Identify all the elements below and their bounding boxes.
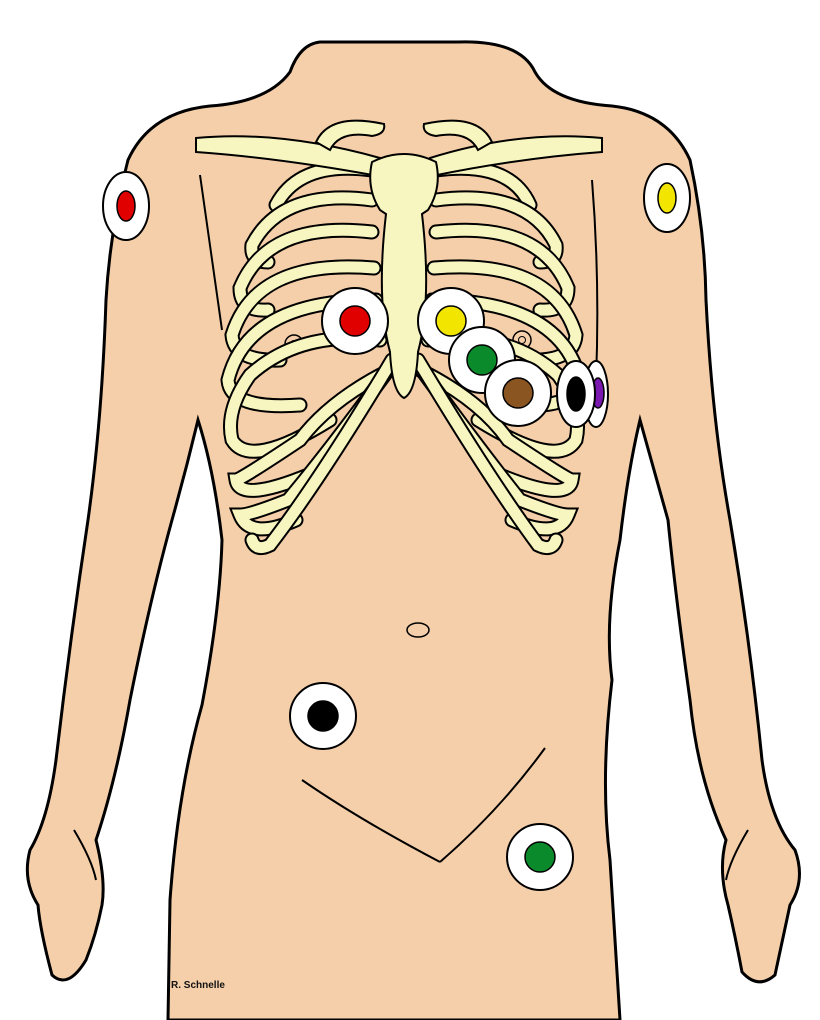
rib-left-4-fill bbox=[428, 261, 582, 366]
sternum bbox=[369, 153, 439, 400]
author-credit: R. Schnelle bbox=[171, 980, 225, 991]
chest-v4-color-dot bbox=[502, 377, 534, 409]
chest-v1-color-dot bbox=[339, 305, 371, 337]
rib-left-9-fill bbox=[412, 354, 562, 554]
chest-v2-color-dot bbox=[435, 305, 467, 337]
first-rib-left bbox=[422, 119, 494, 152]
electrode-chest-v1 bbox=[321, 287, 389, 355]
right-leg-color-dot bbox=[307, 700, 339, 732]
thumb-line-right bbox=[73, 829, 97, 881]
electrode-right-leg bbox=[289, 682, 357, 750]
rib-right-5-fill bbox=[222, 294, 382, 412]
thumb-line-left bbox=[725, 829, 749, 881]
electrode-chest-v5 bbox=[556, 360, 596, 428]
electrode-chest-v4 bbox=[484, 359, 552, 427]
groin-line-right bbox=[301, 779, 441, 863]
rib-cage bbox=[195, 119, 603, 556]
electrode-left-leg bbox=[506, 823, 574, 891]
rib-right-9-fill bbox=[246, 354, 398, 554]
right-arm-color-dot bbox=[116, 190, 136, 222]
rib-right-4-fill bbox=[226, 261, 380, 366]
left-leg-color-dot bbox=[524, 841, 556, 873]
body-silhouette bbox=[25, 40, 801, 1020]
rib-right-6-fill bbox=[224, 332, 386, 457]
armpit-line-left bbox=[591, 179, 599, 381]
rib-right-7-fill bbox=[229, 364, 396, 496]
electrode-left-arm bbox=[643, 163, 691, 233]
navel bbox=[406, 622, 430, 638]
electrode-right-arm bbox=[102, 171, 150, 241]
chest-v5-color-dot bbox=[566, 376, 586, 412]
chest-v3-color-dot bbox=[466, 344, 498, 376]
rib-left-7-fill bbox=[414, 364, 579, 496]
armpit-line-right bbox=[199, 174, 223, 331]
left-arm-color-dot bbox=[657, 182, 677, 214]
groin-line-left bbox=[439, 747, 546, 863]
first-rib-right bbox=[314, 119, 386, 152]
